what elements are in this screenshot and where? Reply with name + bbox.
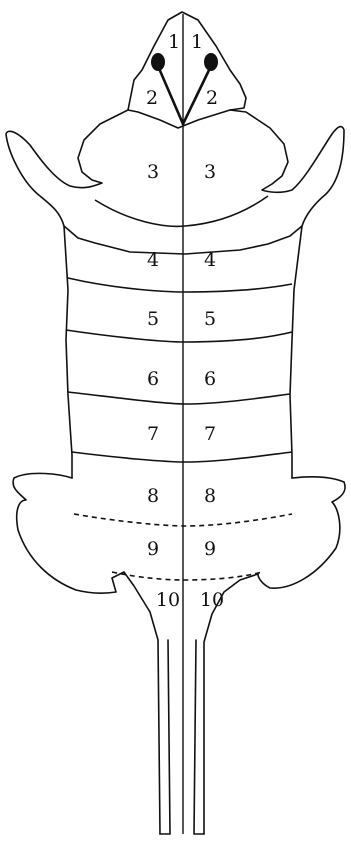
label-6-right: 6 (204, 368, 216, 390)
left-eye-line (158, 66, 183, 124)
label-8-right: 8 (204, 485, 216, 507)
label-4-left: 4 (147, 249, 159, 271)
shoulder-outline (6, 110, 344, 254)
label-8-left: 8 (147, 485, 159, 507)
label-6-left: 6 (147, 368, 159, 390)
label-10-right: 10 (200, 589, 224, 611)
hip-outline (13, 473, 160, 834)
label-7-right: 7 (204, 423, 216, 445)
label-9-left: 9 (147, 538, 159, 560)
label-5-right: 5 (204, 308, 216, 330)
label-5-left: 5 (147, 308, 159, 330)
label-4-right: 4 (204, 249, 216, 271)
body-left-side (64, 226, 72, 478)
label-3-left: 3 (147, 161, 159, 183)
label-2-left: 2 (146, 87, 158, 109)
divider-6-7 (68, 392, 290, 404)
label-1-left: 1 (168, 31, 180, 53)
divider-4-5 (68, 278, 292, 292)
label-7-left: 7 (147, 423, 159, 445)
label-9-right: 9 (204, 538, 216, 560)
head-outline (128, 12, 246, 128)
divider-9-10-dashed (112, 572, 262, 580)
divider-3-4 (95, 196, 268, 226)
divider-7-8 (72, 452, 292, 462)
tail-outline (160, 640, 204, 834)
divider-5-6 (66, 330, 292, 342)
label-10-left: 10 (156, 589, 180, 611)
body-right-side (290, 226, 302, 478)
label-3-right: 3 (204, 161, 216, 183)
label-1-right: 1 (191, 31, 203, 53)
hip-outline-right (204, 477, 345, 834)
label-2-right: 2 (206, 87, 218, 109)
